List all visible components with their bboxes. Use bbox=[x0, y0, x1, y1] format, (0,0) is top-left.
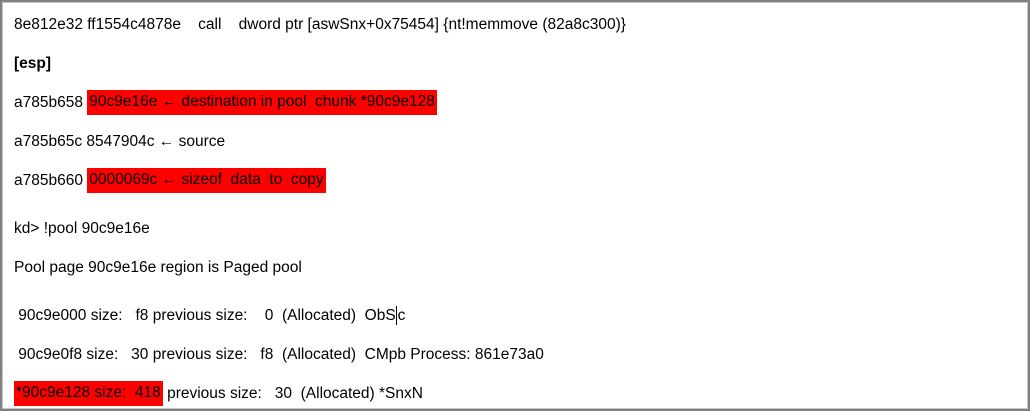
highlighted-segment: 90c9e16e ← destination in pool chunk *90… bbox=[87, 90, 437, 115]
text-segment: [esp] bbox=[14, 54, 52, 72]
text-segment: a785b65c 8547904c ← source bbox=[14, 132, 226, 150]
output-line: Pool page 90c9e16e region is Paged pool bbox=[14, 248, 1018, 287]
text-segment: 90c9e000 size: f8 previous size: 0 (Allo… bbox=[14, 306, 396, 324]
text-segment: previous size: 30 (Allocated) *SnxN bbox=[162, 384, 423, 402]
debugger-output: 8e812e32 ff1554c4878e call dword ptr [as… bbox=[14, 5, 1018, 409]
output-line: *90c9e128 size: 418 previous size: 30 (A… bbox=[14, 374, 1018, 409]
text-caret bbox=[395, 306, 397, 325]
text-segment: 90c9e0f8 size: 30 previous size: f8 (All… bbox=[14, 345, 544, 363]
output-line: a785b65c 8547904c ← source bbox=[14, 122, 1018, 161]
text-segment: a785b658 bbox=[14, 93, 88, 111]
text-segment: Pool page 90c9e16e region is Paged pool bbox=[14, 258, 302, 276]
text-segment: kd> !pool 90c9e16e bbox=[14, 219, 150, 237]
highlighted-segment: 0000069c ← sizeof data to copy bbox=[87, 168, 326, 193]
output-line: [esp] bbox=[14, 44, 1018, 83]
output-line: a785b658 90c9e16e ← destination in pool … bbox=[14, 83, 1018, 122]
highlighted-segment: *90c9e128 size: 418 bbox=[14, 381, 163, 406]
output-line: 90c9e0f8 size: 30 previous size: f8 (All… bbox=[14, 335, 1018, 374]
output-line: a785b660 0000069c ← sizeof data to copy bbox=[14, 161, 1018, 200]
text-segment: 8e812e32 ff1554c4878e call dword ptr [as… bbox=[14, 15, 626, 33]
output-line: 8e812e32 ff1554c4878e call dword ptr [as… bbox=[14, 5, 1018, 44]
text-segment: c bbox=[397, 306, 406, 324]
text-segment: a785b660 bbox=[14, 171, 88, 189]
output-line: kd> !pool 90c9e16e bbox=[14, 209, 1018, 248]
output-line: 90c9e000 size: f8 previous size: 0 (Allo… bbox=[14, 296, 1018, 335]
